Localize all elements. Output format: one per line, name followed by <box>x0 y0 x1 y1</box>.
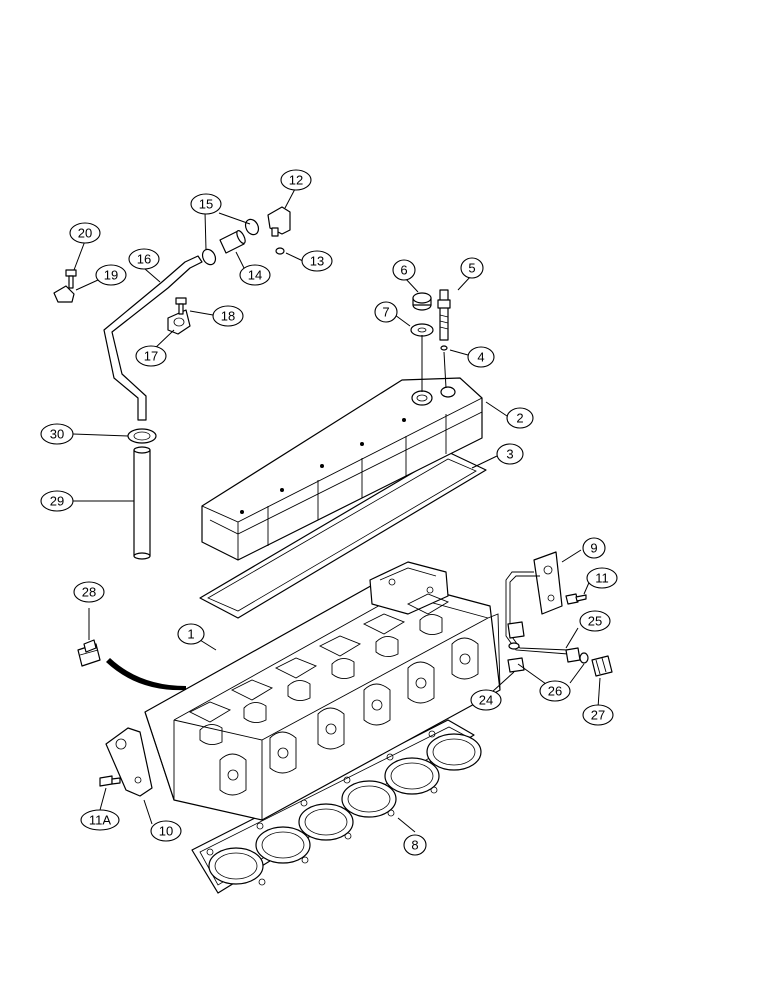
bracket-bolt-front <box>99 775 121 787</box>
callout-label: 28 <box>82 585 96 600</box>
callout-7: 7 <box>374 301 398 323</box>
callout-28: 28 <box>73 581 105 603</box>
callout-13: 13 <box>301 250 333 272</box>
callout-6: 6 <box>392 259 416 281</box>
callout-11: 11 <box>586 567 618 589</box>
hose-clamp-large <box>127 428 157 444</box>
oil-fill-cap <box>412 292 432 311</box>
callout-label: 15 <box>199 197 213 212</box>
banjo-fitting <box>507 621 525 673</box>
callout-2: 2 <box>506 407 534 429</box>
callout-label: 17 <box>144 349 158 364</box>
drain-hose <box>133 446 151 560</box>
callout-label: 30 <box>50 427 64 442</box>
callout-8: 8 <box>403 834 427 856</box>
callout-12: 12 <box>280 169 312 191</box>
callout-label: 27 <box>591 708 605 723</box>
callout-3: 3 <box>496 443 524 465</box>
breather-elbow <box>267 206 291 237</box>
lifting-bracket-rear <box>533 551 563 615</box>
callout-label: 25 <box>588 614 602 629</box>
bracket-bolt-rear <box>565 593 587 605</box>
callout-label: 19 <box>104 268 118 283</box>
callout-9: 9 <box>582 537 606 559</box>
callout-16: 16 <box>128 248 160 270</box>
rocker-cover-gasket <box>199 451 487 619</box>
callout-label: 2 <box>516 411 523 426</box>
rocker-cover <box>201 377 483 561</box>
clip-bolt <box>175 297 187 315</box>
cap-screw <box>65 269 77 289</box>
callout-19: 19 <box>95 264 127 286</box>
head-gasket <box>191 719 482 894</box>
pipe-nut <box>565 647 581 663</box>
lifting-bracket-front <box>105 727 153 797</box>
callout-label: 29 <box>50 494 64 509</box>
fuel-pipe <box>505 571 569 655</box>
callout-11a: 11A <box>80 809 120 831</box>
callout-label: 26 <box>548 684 562 699</box>
plug <box>77 639 101 667</box>
callout-17: 17 <box>135 345 167 367</box>
callout-label: 4 <box>477 350 484 365</box>
connector-fitting <box>591 655 613 677</box>
callout-label: 3 <box>506 447 513 462</box>
callout-20: 20 <box>69 222 101 244</box>
callout-label: 24 <box>479 693 493 708</box>
callout-label: 11A <box>89 813 111 828</box>
callout-label: 7 <box>382 305 389 320</box>
callout-27: 27 <box>582 704 614 726</box>
breather-hose-short <box>219 230 246 254</box>
sealing-washers <box>508 642 589 664</box>
callout-label: 6 <box>400 263 407 278</box>
callout-26: 26 <box>539 680 571 702</box>
callout-label: 12 <box>289 173 303 188</box>
callout-label: 9 <box>590 541 597 556</box>
callout-label: 8 <box>411 838 418 853</box>
callout-10: 10 <box>150 820 182 842</box>
callout-label: 16 <box>137 252 151 267</box>
callout-label: 11 <box>595 571 609 586</box>
callout-1: 1 <box>177 623 205 645</box>
callout-18: 18 <box>212 305 244 327</box>
breather-stud <box>437 289 451 341</box>
cylinder-head <box>144 561 501 821</box>
callout-label: 10 <box>159 824 173 839</box>
breather-tube <box>103 255 203 421</box>
callout-30: 30 <box>40 423 74 445</box>
callout-label: 5 <box>468 261 475 276</box>
callout-label: 13 <box>310 254 324 269</box>
o-ring-small <box>275 247 285 255</box>
callout-24: 24 <box>470 689 502 711</box>
callout-label: 18 <box>221 309 235 324</box>
callout-label: 1 <box>187 627 194 642</box>
callout-4: 4 <box>467 346 495 368</box>
callout-15: 15 <box>190 193 222 215</box>
callout-29: 29 <box>40 490 74 512</box>
callout-label: 14 <box>248 268 262 283</box>
sealing-washer <box>410 323 434 337</box>
callout-25: 25 <box>579 610 611 632</box>
callout-label: 20 <box>78 226 92 241</box>
callout-14: 14 <box>239 264 271 286</box>
o-ring <box>440 345 448 351</box>
callout-5: 5 <box>460 257 484 279</box>
retaining-clip <box>53 285 75 303</box>
